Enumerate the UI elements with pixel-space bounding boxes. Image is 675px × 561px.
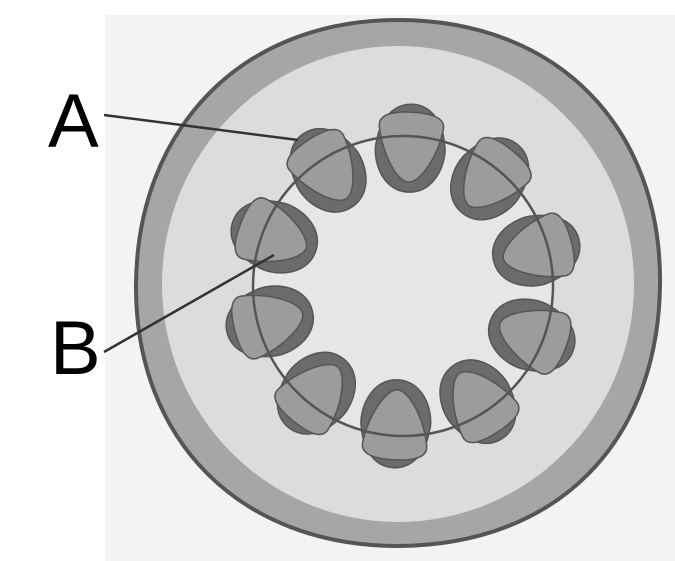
vascular-bundle xyxy=(286,127,367,213)
xylem xyxy=(286,128,354,201)
xylem xyxy=(230,294,304,360)
vascular-bundle xyxy=(225,285,315,360)
xylem xyxy=(274,363,344,436)
label-b: B xyxy=(50,306,101,391)
xylem xyxy=(452,371,520,444)
xylem xyxy=(234,197,308,263)
cambium-ring xyxy=(251,134,555,438)
pointer-line-a xyxy=(103,113,299,142)
vascular-bundle xyxy=(274,351,356,436)
xylem xyxy=(361,389,428,461)
vascular-bundle xyxy=(491,212,581,287)
xylem xyxy=(378,111,445,183)
vascular-bundle xyxy=(439,359,520,445)
xylem xyxy=(502,212,576,278)
vascular-bundle xyxy=(450,136,532,221)
vascular-bundle xyxy=(374,103,446,193)
vascular-bundle xyxy=(487,298,576,375)
vascular-bundle xyxy=(230,197,319,274)
pointer-line-b xyxy=(103,253,275,354)
xylem xyxy=(462,136,532,209)
vascular-bundles xyxy=(225,103,581,469)
xylem xyxy=(498,309,572,375)
label-a: A xyxy=(48,79,99,164)
vascular-bundle xyxy=(360,379,432,469)
